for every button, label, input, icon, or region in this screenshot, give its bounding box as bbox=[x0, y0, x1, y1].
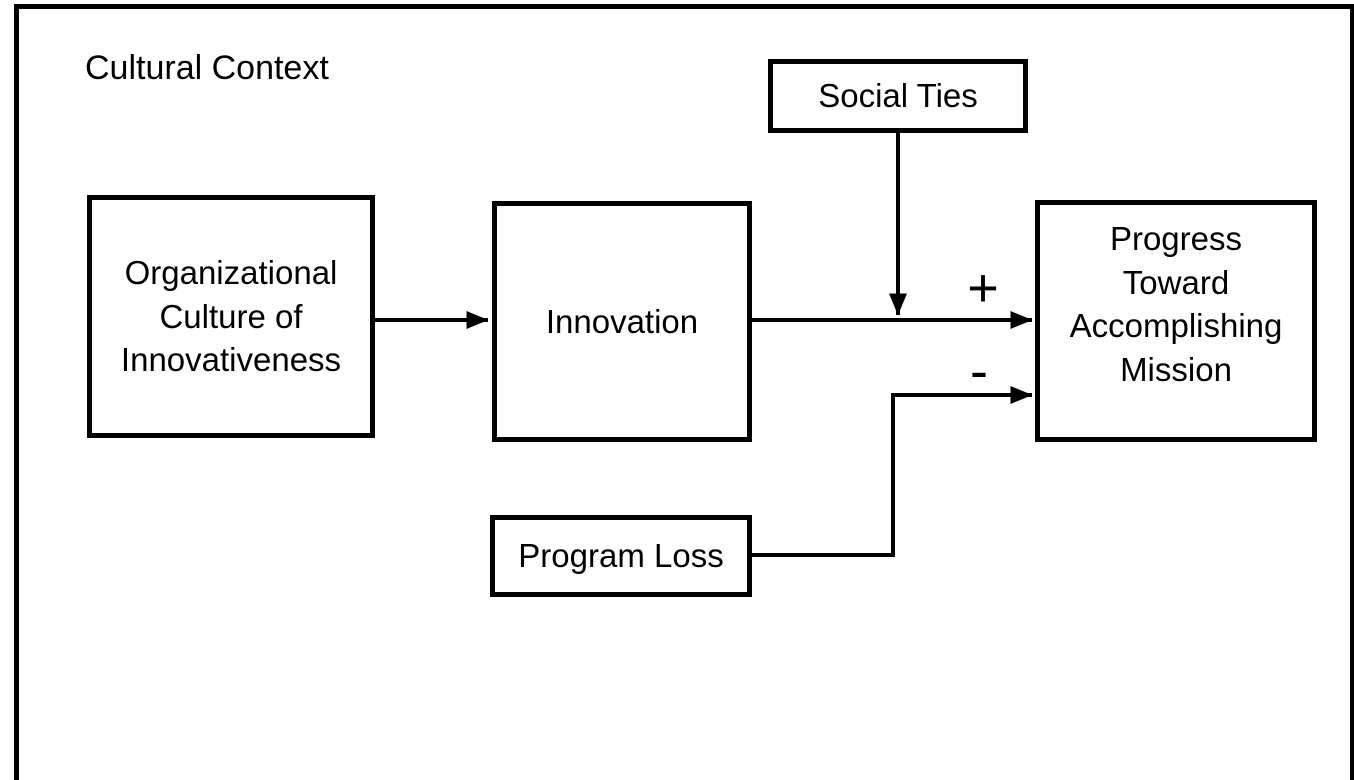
node-program-loss-label: Program Loss bbox=[518, 537, 724, 575]
node-social-ties-label: Social Ties bbox=[818, 77, 978, 115]
cultural-context-label: Cultural Context bbox=[85, 49, 329, 87]
node-organizational-culture: Organizational Culture of Innovativeness bbox=[87, 195, 375, 438]
node-organizational-culture-label: Organizational Culture of Innovativeness bbox=[120, 254, 342, 379]
node-program-loss: Program Loss bbox=[490, 515, 752, 597]
edge-label-negative-sign: - bbox=[970, 341, 988, 401]
cultural-context-frame bbox=[14, 4, 1354, 780]
edge-label-positive-sign: + bbox=[967, 258, 999, 318]
node-innovation: Innovation bbox=[492, 201, 752, 442]
node-social-ties: Social Ties bbox=[768, 59, 1028, 133]
node-progress-toward-mission-label: Progress Toward Accomplishing Mission bbox=[1069, 220, 1283, 388]
node-progress-toward-mission: Progress Toward Accomplishing Mission bbox=[1035, 200, 1317, 442]
node-innovation-label: Innovation bbox=[545, 302, 699, 340]
